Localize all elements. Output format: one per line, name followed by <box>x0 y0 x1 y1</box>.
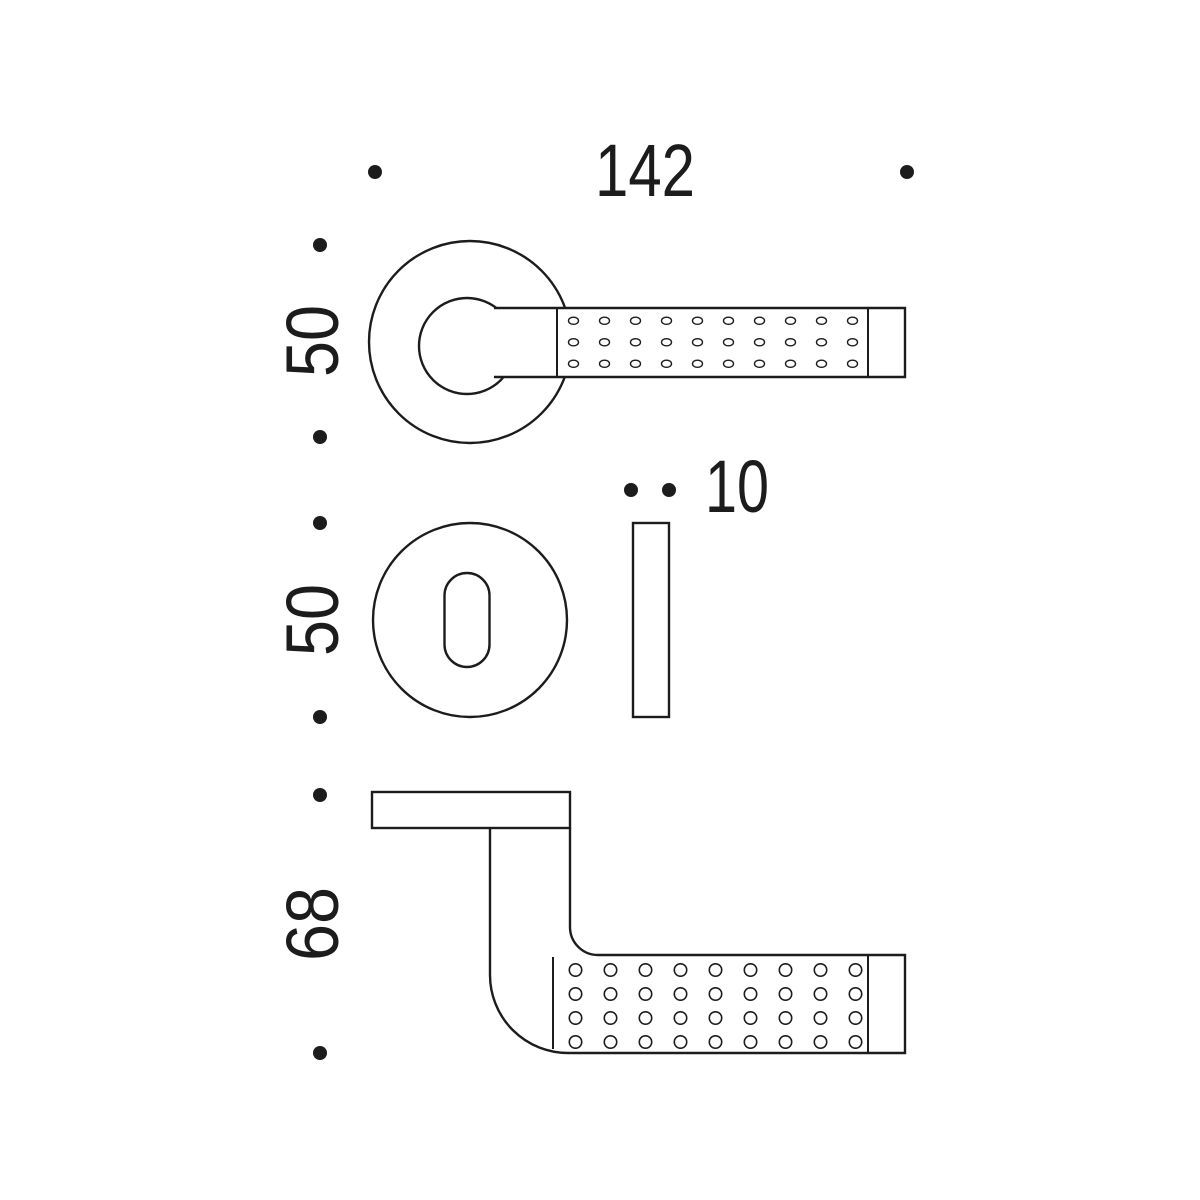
dimension-label-handle-projection: 68 <box>271 887 354 961</box>
drawing-linework <box>367 239 907 1055</box>
dimension-labels: 142 50 50 10 68 <box>271 129 769 961</box>
dimension-dot <box>624 483 638 497</box>
handle-front-view <box>367 239 907 445</box>
rosette-side-outline <box>631 521 671 719</box>
rosette-side-view <box>631 521 671 719</box>
dimension-dot <box>313 710 327 724</box>
dimension-dot <box>313 430 327 444</box>
lever-knurl-texture <box>558 309 866 375</box>
dimension-dots <box>313 165 914 1060</box>
dimension-label-overall-length: 142 <box>595 129 695 212</box>
dimension-dot <box>313 516 327 530</box>
keyhole-slot <box>443 571 491 669</box>
dimension-dot <box>368 165 382 179</box>
dimension-label-rosette-diameter: 50 <box>271 305 354 377</box>
handle-side-view <box>370 790 907 1055</box>
dimension-dot <box>662 483 676 497</box>
dimension-dot <box>313 788 327 802</box>
keyhole-escutcheon-view <box>371 521 569 719</box>
dimension-dot <box>900 165 914 179</box>
dimension-label-escutcheon-diameter: 50 <box>271 584 354 656</box>
escutcheon-outline <box>371 521 569 719</box>
dimension-dot <box>313 1046 327 1060</box>
grip-knurl-texture <box>558 956 866 1052</box>
dimension-dot <box>313 238 327 252</box>
dimension-label-rosette-thickness: 10 <box>705 445 769 528</box>
rosette-side-top-outline <box>370 790 572 830</box>
